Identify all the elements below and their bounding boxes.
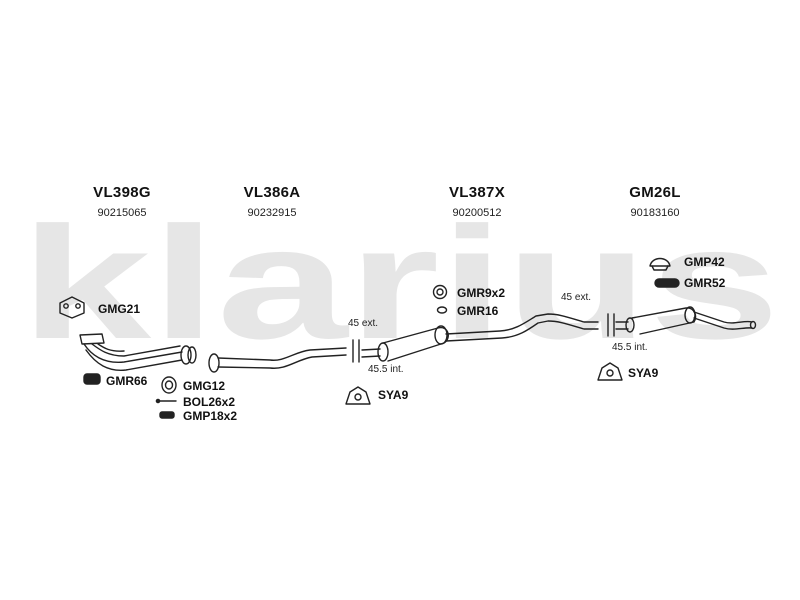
clamp-gmp42-icon [649,257,671,271]
front-downpipe-icon [79,333,197,371]
note-ext-2: 45 ext. [561,292,592,303]
rubber-gmr16-icon [436,306,448,314]
pipe-joint-2-icon [607,313,615,337]
label-gmr16: GMR16 [457,304,499,318]
section-2-number: 90232915 [247,207,297,219]
intermediate-pipe-icon [208,347,347,373]
gasket-gmg12-icon [161,376,177,394]
rear-silencer-icon [615,306,757,335]
clamp-gmp18-icon [159,411,175,419]
hanger-sya9-2-icon [597,362,623,381]
rubber-mount-gmr66-icon [83,373,101,385]
section-3-code: VL387X [449,184,505,201]
label-gmg12: GMG12 [183,379,226,393]
label-gmp42: GMP42 [684,255,725,269]
label-gmr52: GMR52 [684,276,726,290]
label-sya9-rear: SYA9 [628,366,659,380]
label-sya9-middle: SYA9 [378,388,409,402]
gasket-gmg21-icon [59,296,85,319]
note-int-1: 45.5 int. [368,364,404,375]
section-4-code: GM26L [629,184,681,201]
note-ext-1: 45 ext. [348,318,379,329]
label-gmr66: GMR66 [106,374,148,388]
label-gmp18: GMP18x2 [183,409,238,423]
note-int-2: 45.5 int. [612,342,648,353]
bolt-bol26-icon [155,398,177,404]
label-gmg21: GMG21 [98,302,141,316]
label-gmr9: GMR9x2 [457,286,506,300]
watermark-text: klarius [20,193,780,372]
section-1-code: VL398G [93,184,151,201]
section-2-code: VL386A [243,184,301,201]
rubber-gmr52-icon [654,278,680,288]
label-bol26: BOL26x2 [183,395,236,409]
section-3-number: 90200512 [452,207,502,219]
section-4-number: 90183160 [630,207,680,219]
centre-silencer-icon [361,313,599,362]
hanger-sya9-1-icon [345,386,371,405]
pipe-joint-1-icon [352,339,360,363]
rubber-ring-gmr9-icon [432,284,448,300]
section-1-number: 90215065 [97,207,147,219]
